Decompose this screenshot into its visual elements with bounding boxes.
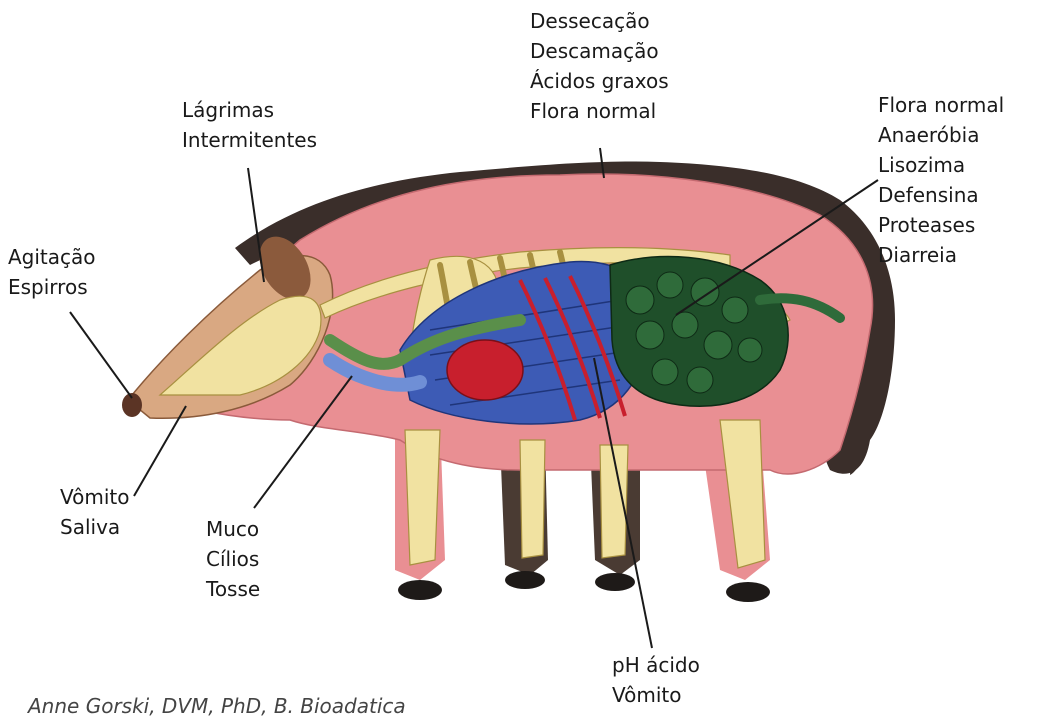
leader-vomito-saliva: [134, 406, 186, 496]
label-line: Ácidos graxos: [530, 66, 669, 96]
label-lagrimas: Lágrimas Intermitentes: [182, 95, 317, 155]
pig-hooves: [398, 571, 770, 602]
leader-lagrimas: [248, 168, 264, 282]
label-line: Vômito: [60, 482, 129, 512]
label-line: Anaeróbia: [878, 120, 1004, 150]
image-credit: Anne Gorski, DVM, PhD, B. Bioadatica: [28, 694, 406, 718]
label-line: Flora normal: [530, 96, 669, 126]
label-line: Cílios: [206, 544, 260, 574]
label-muco: Muco Cílios Tosse: [206, 514, 260, 604]
label-line: Saliva: [60, 512, 129, 542]
label-line: Defensina: [878, 180, 1004, 210]
label-line: Proteases: [878, 210, 1004, 240]
label-line: Flora normal: [878, 90, 1004, 120]
label-line: Muco: [206, 514, 260, 544]
label-line: Diarreia: [878, 240, 1004, 270]
label-vomito-saliva: Vômito Saliva: [60, 482, 129, 542]
label-ph: pH ácido Vômito: [612, 650, 700, 710]
label-line: Agitação: [8, 242, 96, 272]
label-line: Lágrimas: [182, 95, 317, 125]
label-line: Tosse: [206, 574, 260, 604]
label-agitacao: Agitação Espirros: [8, 242, 96, 302]
label-line: Intermitentes: [182, 125, 317, 155]
label-flora: Flora normal Anaeróbia Lisozima Defensin…: [878, 90, 1004, 270]
pig-heart: [447, 340, 523, 400]
label-line: Vômito: [612, 680, 700, 710]
label-line: Espirros: [8, 272, 96, 302]
label-line: Dessecação: [530, 6, 669, 36]
label-line: Lisozima: [878, 150, 1004, 180]
label-line: pH ácido: [612, 650, 700, 680]
leader-agitacao: [70, 312, 132, 398]
label-line: Descamação: [530, 36, 669, 66]
label-dessecacao: Dessecação Descamação Ácidos graxos Flor…: [530, 6, 669, 126]
